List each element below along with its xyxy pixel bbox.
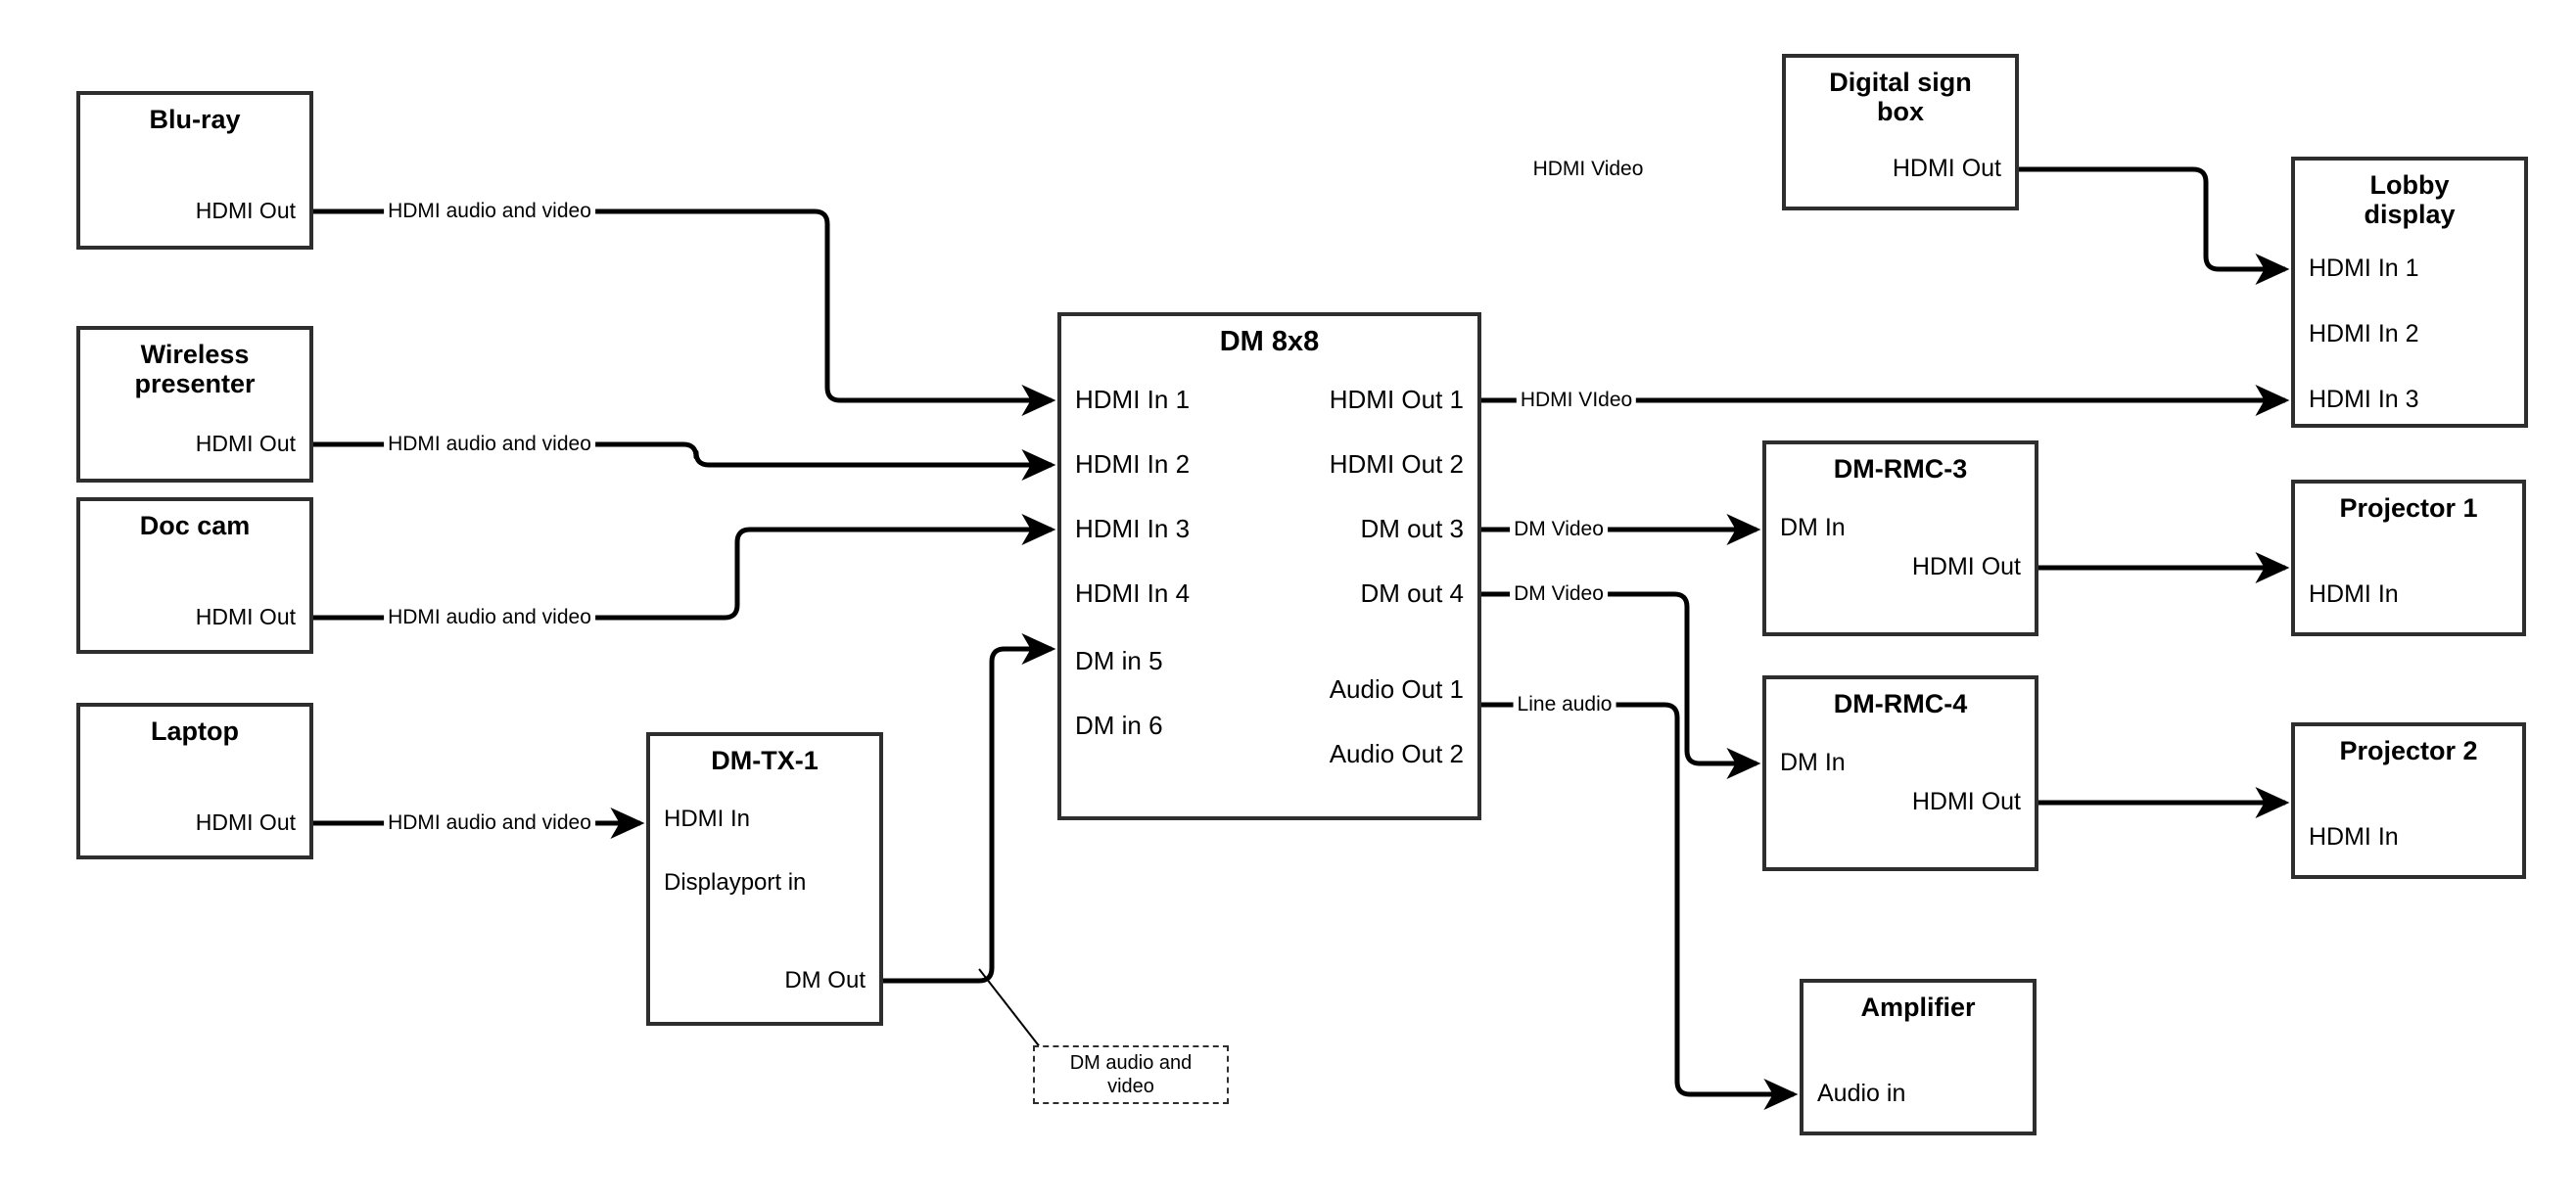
port-dm8x8-hdmi-in-3[interactable]: HDMI In 3	[1075, 514, 1191, 544]
port-signbox-hdmi-out[interactable]: HDMI Out	[1892, 155, 2001, 182]
wire-label-doccam-to-hdmi-in-3: HDMI audio and video	[384, 605, 595, 630]
node-proj1[interactable]: Projector 1 HDMI In	[2291, 480, 2526, 636]
connection-dmtx1-to-dm-in-5	[883, 632, 1056, 984]
port-dm8x8-hdmi-out-2[interactable]: HDMI Out 2	[1329, 449, 1464, 480]
wire-label-signbox-to-lobby-in-1: HDMI Video	[1528, 157, 1648, 182]
port-dm8x8-hdmi-in-4[interactable]: HDMI In 4	[1075, 578, 1191, 609]
port-dm8x8-dm-out-3[interactable]: DM out 3	[1360, 514, 1465, 544]
node-title-amp: Amplifier	[1860, 993, 1976, 1022]
node-proj2[interactable]: Projector 2 HDMI In	[2291, 722, 2526, 879]
port-amp-audio-in[interactable]: Audio in	[1817, 1080, 1906, 1107]
node-title-proj1: Projector 1	[2339, 493, 2478, 523]
port-dm8x8-audio-out-1[interactable]: Audio Out 1	[1329, 674, 1464, 705]
node-rmc4[interactable]: DM-RMC-4 DM In HDMI Out	[1762, 675, 2038, 871]
port-dm8x8-dm-out-4[interactable]: DM out 4	[1360, 578, 1465, 609]
node-title-laptop: Laptop	[151, 716, 239, 746]
port-dmtx1-hdmi-in[interactable]: HDMI In	[664, 805, 751, 832]
node-title-dmtx1: DM-TX-1	[711, 746, 819, 775]
node-title-rmc4: DM-RMC-4	[1833, 689, 1968, 718]
wire-label-dm-out-4-to-rmc4: DM Video	[1510, 581, 1608, 607]
wire-label-audio-out-1-to-amplifier: Line audio	[1513, 692, 1616, 717]
node-title-bluray: Blu-ray	[149, 105, 241, 134]
node-rmc3[interactable]: DM-RMC-3 DM In HDMI Out	[1762, 440, 2038, 636]
port-lobby-hdmi-in-1[interactable]: HDMI In 1	[2309, 254, 2419, 282]
port-dm8x8-hdmi-in-2[interactable]: HDMI In 2	[1075, 449, 1191, 480]
port-wireless-hdmi-out[interactable]: HDMI Out	[195, 431, 296, 457]
port-proj1-hdmi-in[interactable]: HDMI In	[2309, 580, 2399, 608]
node-title-dm8x8: DM 8x8	[1219, 326, 1320, 357]
connection-doccam-to-hdmi-in-3	[313, 513, 1056, 621]
connection-bluray-to-hdmi-in-1	[313, 208, 1056, 417]
port-dmtx1-displayport-in[interactable]: Displayport in	[664, 868, 807, 896]
wire-label-wireless-to-hdmi-in-2: HDMI audio and video	[384, 432, 595, 457]
port-rmc4-dm-in[interactable]: DM In	[1780, 749, 1846, 776]
port-rmc4-hdmi-out[interactable]: HDMI Out	[1911, 788, 2021, 815]
port-dm8x8-hdmi-out-1[interactable]: HDMI Out 1	[1329, 385, 1464, 415]
node-title-rmc3: DM-RMC-3	[1833, 454, 1968, 484]
port-dmtx1-dm-out[interactable]: DM Out	[784, 966, 866, 993]
port-laptop-hdmi-out[interactable]: HDMI Out	[195, 809, 296, 836]
port-proj2-hdmi-in[interactable]: HDMI In	[2309, 823, 2399, 851]
port-dm8x8-dm-in-6[interactable]: DM in 6	[1075, 711, 1163, 741]
connection-dmtx1-note-leader	[978, 968, 1049, 1058]
port-dm8x8-audio-out-2[interactable]: Audio Out 2	[1329, 739, 1464, 769]
port-dm8x8-dm-in-5[interactable]: DM in 5	[1075, 646, 1163, 676]
port-lobby-hdmi-in-3[interactable]: HDMI In 3	[2309, 386, 2419, 413]
connection-signbox-to-lobby-in-1	[2019, 166, 2290, 286]
port-rmc3-hdmi-out[interactable]: HDMI Out	[1911, 553, 2021, 580]
wire-label-laptop-to-dmtx1: HDMI audio and video	[384, 810, 595, 836]
port-bluray-hdmi-out[interactable]: HDMI Out	[195, 198, 296, 224]
wire-label-dm-out-3-to-rmc3: DM Video	[1510, 517, 1608, 542]
connection-dm-out-4-to-rmc4	[1481, 591, 1761, 780]
port-rmc3-dm-in[interactable]: DM In	[1780, 514, 1846, 541]
wire-label-bluray-to-hdmi-in-1: HDMI audio and video	[384, 199, 595, 224]
connection-wireless-to-hdmi-in-2	[313, 441, 1056, 482]
port-doccam-hdmi-out[interactable]: HDMI Out	[195, 604, 296, 630]
connection-audio-out-1-to-amplifier	[1481, 702, 1799, 1111]
node-title-proj2: Projector 2	[2339, 736, 2478, 765]
port-lobby-hdmi-in-2[interactable]: HDMI In 2	[2309, 320, 2419, 347]
wire-label-hdmi-out-1-to-lobby-in-3: HDMI VIdeo	[1516, 388, 1637, 413]
port-dm8x8-hdmi-in-1[interactable]: HDMI In 1	[1075, 385, 1191, 415]
node-title-doccam: Doc cam	[139, 511, 251, 540]
